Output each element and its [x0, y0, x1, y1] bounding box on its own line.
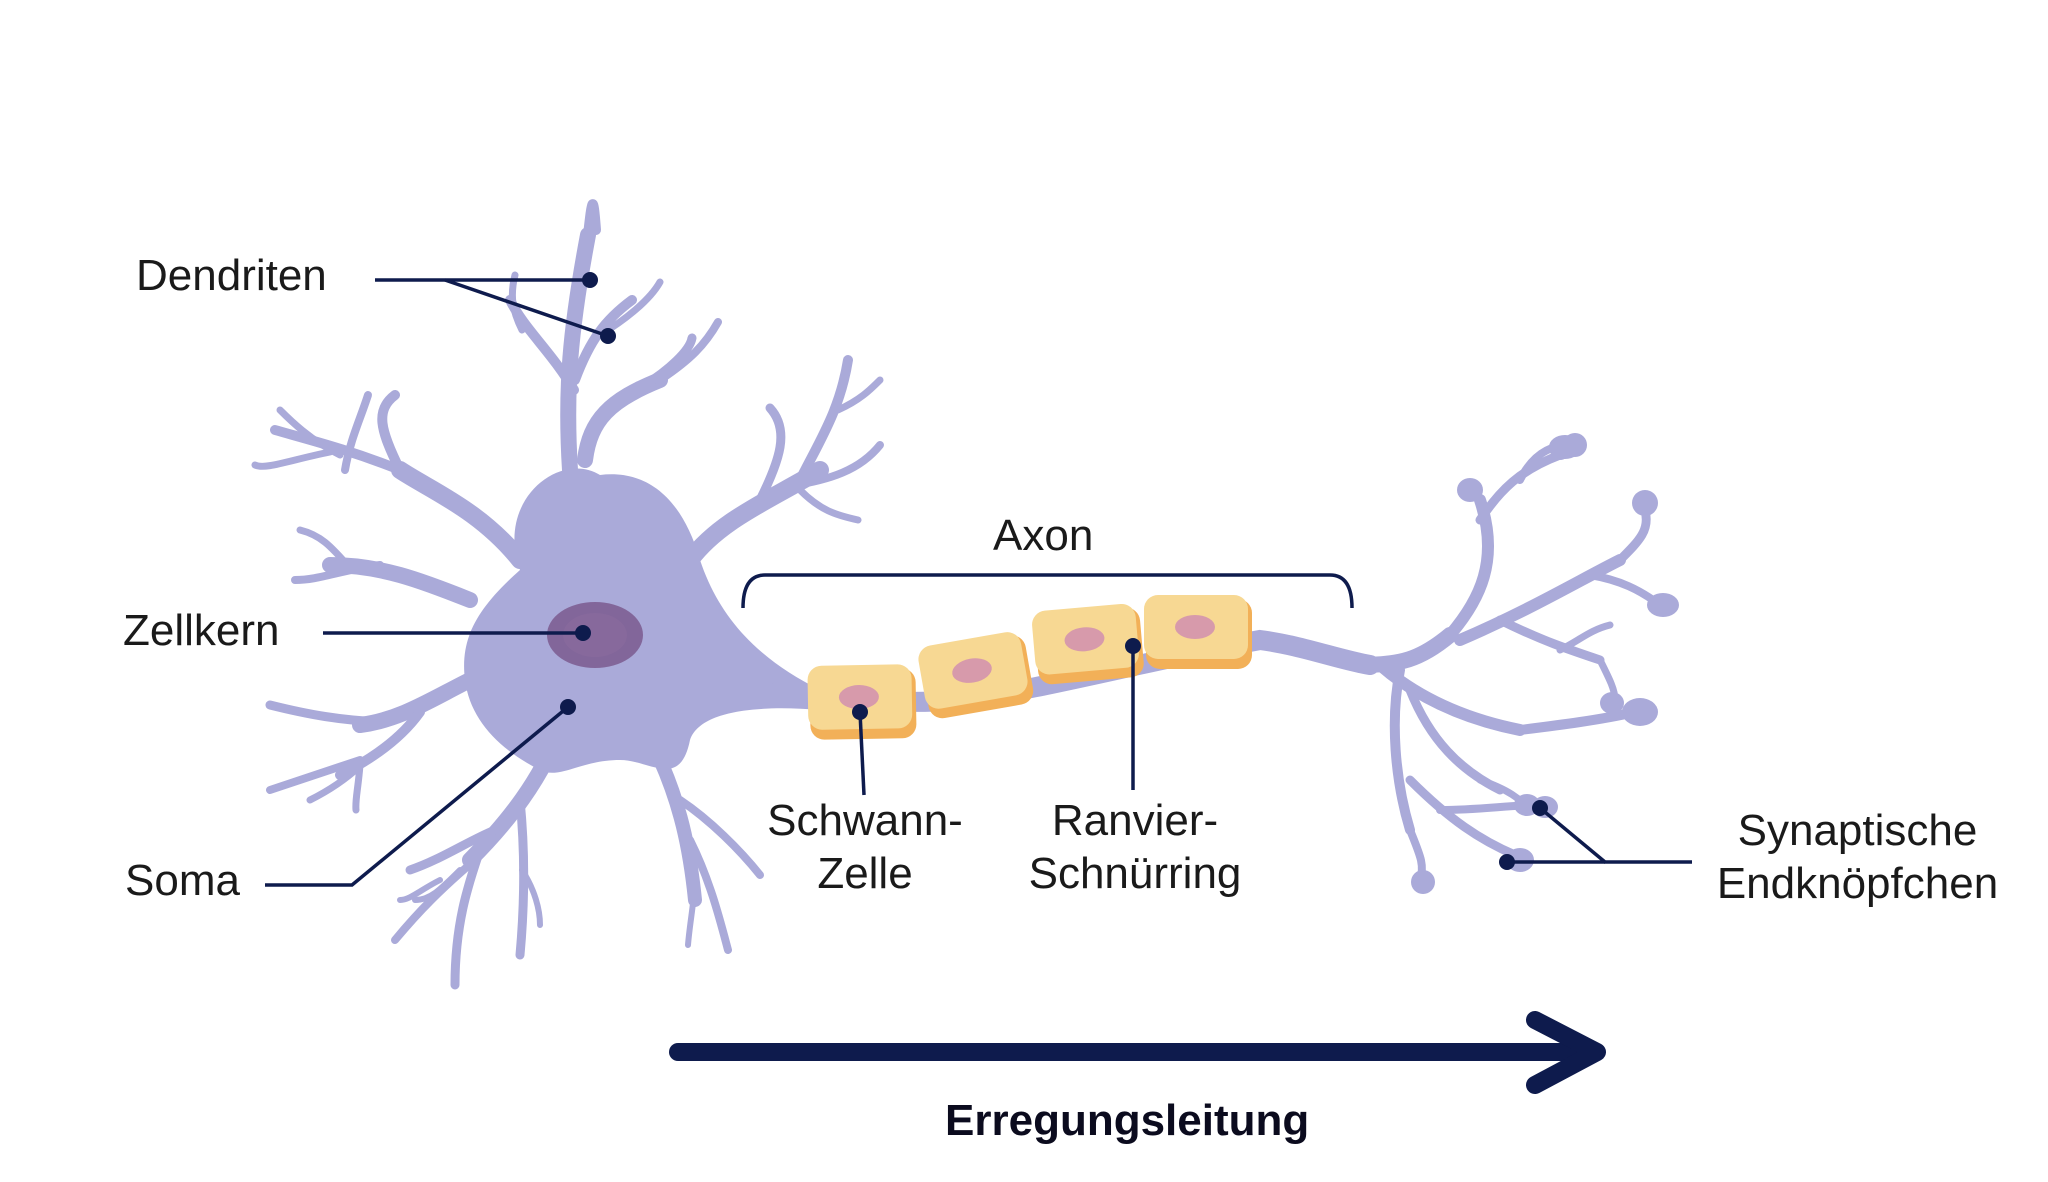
label-schwann-line-1: Schwann- — [767, 796, 963, 845]
schwann-cell-4 — [1144, 595, 1252, 669]
label-dendriten: Dendriten — [136, 251, 327, 300]
synaptic-knobs — [1411, 433, 1679, 894]
neuron-body — [251, 199, 884, 990]
label-soma: Soma — [125, 856, 240, 905]
schwann-cell-3 — [1032, 603, 1144, 685]
label-ranvier: Ranvier- Schnürring — [1015, 795, 1255, 901]
label-axon: Axon — [993, 511, 1094, 560]
leader-dots — [560, 272, 1548, 870]
axon-terminals — [1352, 441, 1664, 884]
soma-shape — [464, 468, 820, 773]
label-direction: Erregungsleitung — [945, 1096, 1310, 1145]
label-synaptic-line-2: Endknöpfchen — [1716, 858, 1999, 908]
schwann-cells — [807, 595, 1252, 740]
leader-lines — [265, 278, 1692, 887]
schwann-cell-2 — [918, 632, 1034, 719]
schwann-cell-1 — [807, 664, 917, 740]
label-ranvier-line-2: Schnürring — [1028, 848, 1242, 898]
label-zellkern: Zellkern — [123, 606, 280, 655]
label-synaptic-knobs: Synaptische Endknöpfchen — [1700, 805, 2015, 911]
label-ranvier-line-1: Ranvier- — [1051, 796, 1219, 845]
direction-arrow — [669, 1011, 1606, 1094]
label-schwann-line-2: Zelle — [817, 848, 913, 898]
label-synaptic-line-1: Synaptische — [1737, 806, 1978, 855]
label-schwann-cell: Schwann- Zelle — [750, 795, 980, 901]
